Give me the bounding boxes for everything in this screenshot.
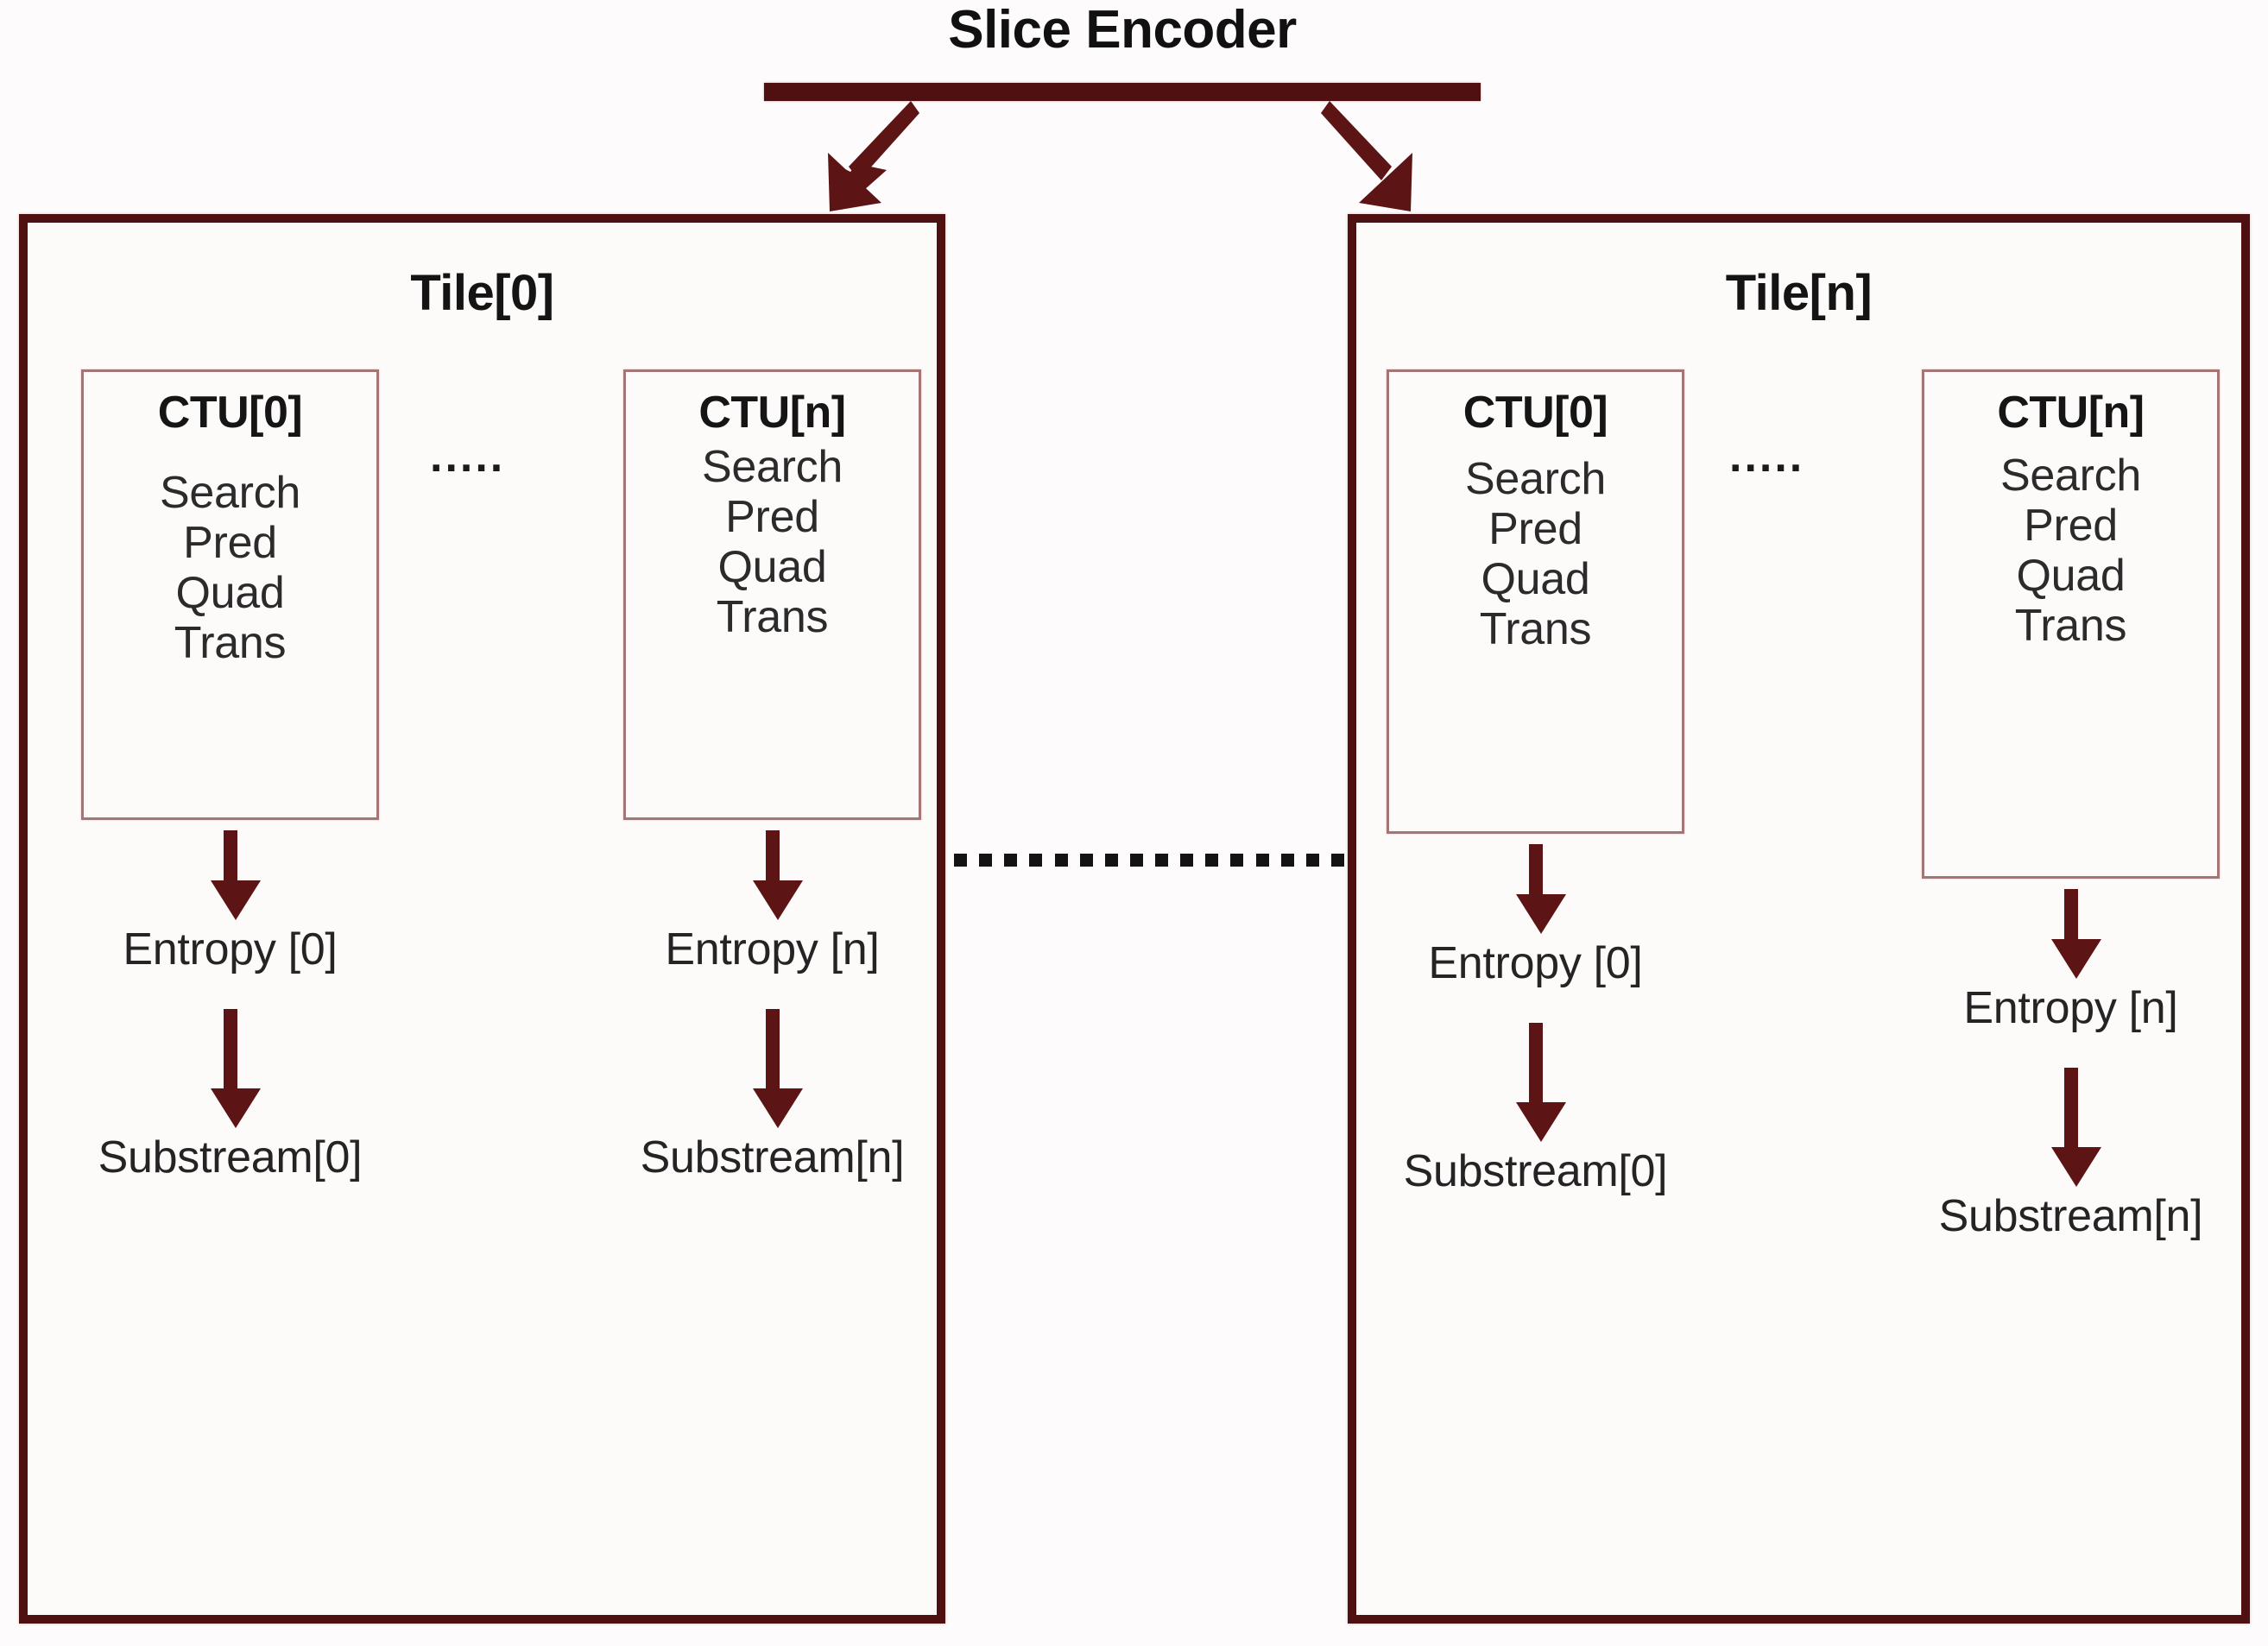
ctu-title: CTU[0]: [1463, 388, 1608, 438]
entropy-label: Entropy [0]: [1428, 938, 1643, 988]
connector-dot: [979, 853, 993, 867]
arrow-shaft: [1528, 844, 1543, 894]
connector-dot: [1054, 853, 1068, 867]
ctu-stage-list: Search Pred Quad Trans: [84, 469, 376, 668]
substream-label: Substream[n]: [1938, 1191, 2203, 1242]
ctu-stage-search: Search: [702, 442, 843, 493]
entropy-label: Entropy [0]: [123, 924, 338, 974]
arrow-down-icon: [210, 1009, 261, 1129]
ctu-column: CTU[n] Search Pred Quad Trans Entropy [n…: [1922, 369, 2220, 1241]
connector-dot: [1129, 853, 1143, 867]
connector-dot: [1280, 853, 1294, 867]
ctu-stage-quad: Quad: [1481, 553, 1590, 604]
arrow-head: [210, 1088, 261, 1129]
ctu-stage-pred: Pred: [2024, 501, 2118, 552]
arrow-head: [1515, 894, 1566, 934]
arrow-head: [210, 880, 261, 920]
arrow-head: [752, 1088, 803, 1129]
connector-dot: [954, 853, 967, 867]
ctu-stage-quad: Quad: [175, 567, 285, 618]
ctu-box[interactable]: CTU[n] Search Pred Quad Trans: [1922, 369, 2220, 879]
ctu-stage-trans: Trans: [1479, 603, 1592, 654]
ctu-stage-search: Search: [2000, 451, 2141, 501]
connector-dot: [1104, 853, 1118, 867]
ctu-stage-pred: Pred: [725, 492, 819, 543]
ctu-box[interactable]: CTU[0] Search Pred Quad Trans: [1387, 369, 1684, 834]
arrow-down-icon: [752, 1009, 803, 1129]
arrow-head: [1515, 1102, 1566, 1143]
ctu-ellipsis: .....: [430, 432, 506, 482]
ctu-column: CTU[0] Search Pred Quad Trans Entropy [0…: [81, 369, 379, 1182]
arrow-down-icon: [2050, 889, 2101, 979]
ctu-title: CTU[n]: [1997, 388, 2145, 438]
connector-dot: [1205, 853, 1219, 867]
ctu-stage-quad: Quad: [717, 541, 827, 592]
arrow-head: [752, 880, 803, 920]
arrow-shaft: [2063, 1068, 2078, 1148]
tile-0-label: Tile[0]: [410, 265, 554, 321]
arrow-shaft: [2063, 889, 2078, 939]
arrow-shaft: [765, 830, 780, 880]
arrow-shaft: [1528, 1023, 1543, 1103]
substream-label: Substream[0]: [1403, 1146, 1668, 1197]
entropy-label: Entropy [n]: [665, 924, 880, 974]
arrow-down-icon: [210, 830, 261, 920]
ctu-stage-search: Search: [1465, 454, 1606, 505]
ctu-stage-search: Search: [160, 468, 300, 519]
ctu-stage-pred: Pred: [1488, 504, 1583, 555]
connector-dot: [1029, 853, 1043, 867]
ctu-stage-list: Search Pred Quad Trans: [1389, 455, 1682, 654]
connector-dot: [1230, 853, 1244, 867]
ctu-stage-quad: Quad: [2016, 550, 2126, 601]
dotted-horizontal-connector-icon: [954, 853, 1344, 867]
arrow-down-left-icon: [824, 98, 919, 223]
tile-n-container[interactable]: Tile[n] ..... CTU[0] Search Pred Quad Tr…: [1348, 214, 2250, 1624]
ctu-stage-list: Search Pred Quad Trans: [626, 443, 919, 642]
ctu-ellipsis: .....: [1729, 432, 1805, 482]
arrow-down-right-icon: [1321, 98, 1416, 223]
ctu-stage-trans: Trans: [716, 591, 829, 642]
arrow-down-icon: [1515, 1023, 1566, 1143]
connector-dot: [1305, 853, 1319, 867]
ctu-column: CTU[n] Search Pred Quad Trans Entropy [n…: [623, 369, 921, 1182]
arrow-shaft: [223, 1009, 237, 1089]
arrow-shaft: [765, 1009, 780, 1089]
connector-dot: [1004, 853, 1018, 867]
connector-dot: [1180, 853, 1194, 867]
ctu-title: CTU[0]: [157, 388, 303, 438]
arrow-down-icon: [752, 830, 803, 920]
substream-label: Substream[0]: [98, 1132, 363, 1183]
arrow-head: [2050, 1147, 2101, 1188]
ctu-stage-list: Search Pred Quad Trans: [1924, 451, 2217, 651]
ctu-box[interactable]: CTU[n] Search Pred Quad Trans: [623, 369, 921, 820]
slice-encoder-bar: [764, 83, 1481, 101]
substream-label: Substream[n]: [640, 1132, 905, 1183]
tile-n-label: Tile[n]: [1725, 265, 1873, 321]
ctu-column: CTU[0] Search Pred Quad Trans Entropy [0…: [1387, 369, 1684, 1196]
ctu-box[interactable]: CTU[0] Search Pred Quad Trans: [81, 369, 379, 820]
connector-dot: [1079, 853, 1093, 867]
ctu-title: CTU[n]: [698, 388, 846, 438]
ctu-stage-trans: Trans: [2014, 600, 2127, 651]
arrow-down-icon: [1515, 844, 1566, 934]
arrow-head: [2050, 939, 2101, 979]
tile-0-container[interactable]: Tile[0] ..... CTU[0] Search Pred Quad Tr…: [19, 214, 945, 1624]
arrow-down-icon: [2050, 1068, 2101, 1188]
connector-dot: [1330, 853, 1344, 867]
ctu-stage-trans: Trans: [174, 617, 287, 668]
arrow-shaft: [223, 830, 237, 880]
page-title: Slice Encoder: [948, 0, 1297, 60]
ctu-stage-pred: Pred: [183, 518, 277, 569]
connector-dot: [1255, 853, 1269, 867]
connector-dot: [1155, 853, 1168, 867]
entropy-label: Entropy [n]: [1963, 983, 2178, 1033]
